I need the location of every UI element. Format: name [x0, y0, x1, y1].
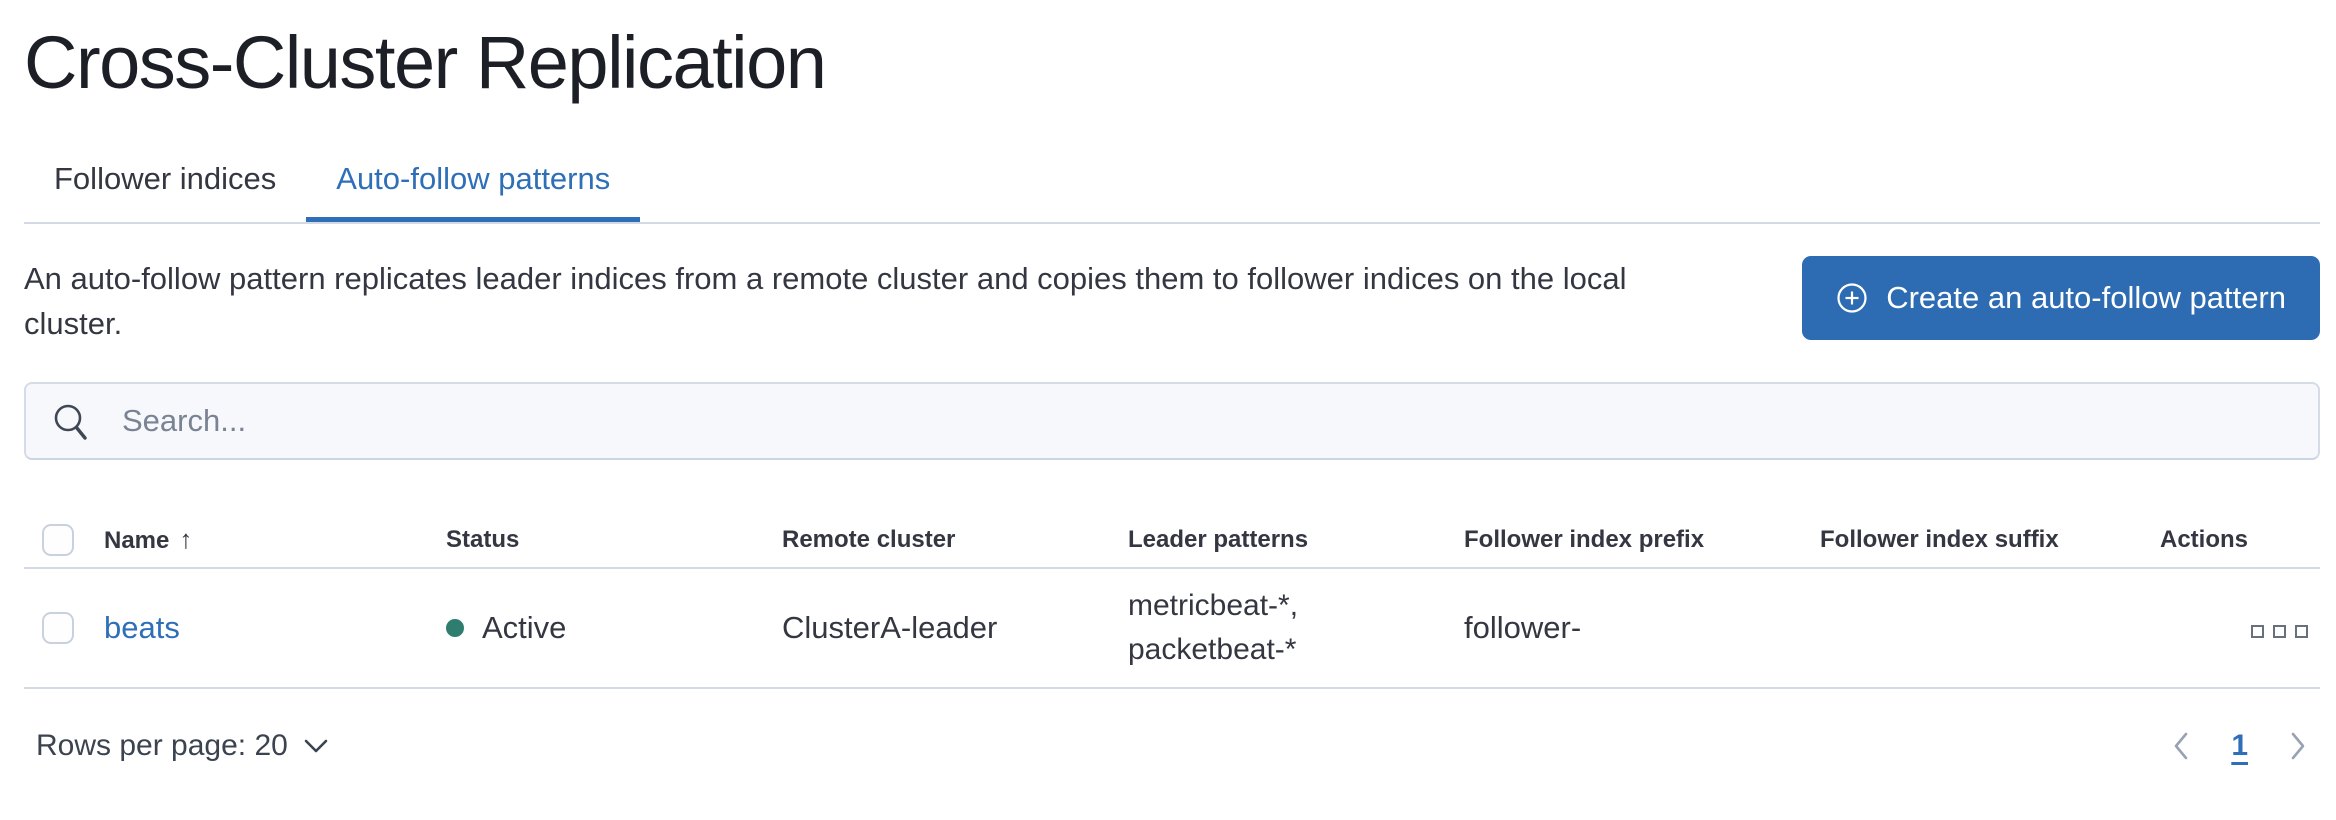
status-label: Active — [482, 610, 567, 645]
remote-cluster-cell: ClusterA-leader — [782, 568, 1128, 689]
tab-follower-indices[interactable]: Follower indices — [54, 161, 277, 196]
leader-pattern-line: metricbeat-*, — [1128, 589, 1299, 622]
select-all-checkbox[interactable] — [42, 523, 74, 556]
plus-in-circle-icon — [1837, 283, 1867, 313]
tab-bar: Follower indices Auto-follow patterns — [24, 146, 2320, 224]
follower-index-prefix-cell: follower- — [1464, 568, 1820, 689]
search-input[interactable] — [24, 382, 2320, 460]
previous-page-button[interactable] — [2173, 731, 2189, 761]
pattern-name-link[interactable]: beats — [104, 610, 180, 645]
column-header-remote-cluster: Remote cluster — [782, 512, 1128, 569]
column-header-name[interactable]: Name↑ — [104, 512, 446, 569]
cross-cluster-replication-page: Cross-Cluster Replication Follower indic… — [0, 20, 2336, 820]
rows-per-page-button[interactable]: Rows per page: 20 — [36, 729, 328, 763]
page-1-button[interactable]: 1 — [2231, 729, 2248, 762]
status-active-dot-icon — [446, 619, 464, 637]
boxes-horizontal-icon — [2295, 625, 2308, 638]
row-checkbox[interactable] — [42, 612, 74, 644]
status-badge: Active — [446, 610, 782, 646]
search-bar — [24, 382, 2320, 460]
tab-auto-follow-patterns[interactable]: Auto-follow patterns — [306, 146, 640, 222]
row-actions-menu-button[interactable] — [2249, 619, 2310, 644]
column-header-follower-index-suffix: Follower index suffix — [1820, 512, 2160, 569]
chevron-left-icon — [2175, 732, 2188, 760]
chevron-down-icon — [304, 739, 328, 753]
create-button-label: Create an auto-follow pattern — [1886, 280, 2286, 315]
chevron-right-icon — [2291, 732, 2305, 760]
pagination: 1 — [2173, 729, 2320, 763]
leader-pattern-line: packetbeat-* — [1128, 633, 1297, 666]
page-description: An auto-follow pattern replicates leader… — [24, 261, 1627, 341]
boxes-horizontal-icon — [2273, 625, 2286, 638]
page-header-row: An auto-follow pattern replicates leader… — [24, 256, 2320, 346]
auto-follow-patterns-table: Name↑ Status Remote cluster Leader patte… — [24, 512, 2320, 689]
page-title: Cross-Cluster Replication — [24, 21, 827, 104]
follower-index-suffix-cell — [1820, 568, 2160, 689]
table-header-row: Name↑ Status Remote cluster Leader patte… — [24, 512, 2320, 569]
search-icon — [54, 404, 87, 440]
boxes-horizontal-icon — [2251, 625, 2264, 638]
column-header-actions: Actions — [2160, 512, 2320, 569]
leader-patterns-cell: metricbeat-*, packetbeat-* — [1128, 584, 1464, 672]
table-footer: Rows per page: 20 1 — [24, 729, 2320, 763]
table-row: beats Active ClusterA-leader metricbeat-… — [24, 568, 2320, 689]
create-auto-follow-pattern-button[interactable]: Create an auto-follow pattern — [1802, 256, 2320, 340]
next-page-button[interactable] — [2290, 731, 2306, 761]
column-header-leader-patterns: Leader patterns — [1128, 512, 1464, 569]
column-header-status: Status — [446, 512, 782, 569]
sort-ascending-icon: ↑ — [179, 524, 193, 554]
rows-per-page-label: Rows per page: 20 — [36, 729, 288, 762]
column-header-follower-index-prefix: Follower index prefix — [1464, 512, 1820, 569]
